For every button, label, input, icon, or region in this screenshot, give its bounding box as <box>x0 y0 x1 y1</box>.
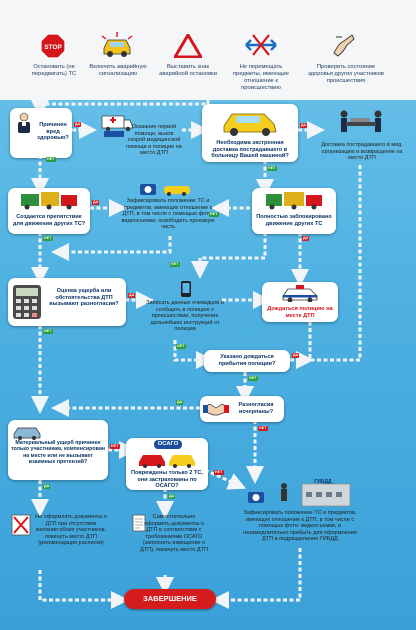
harm-no-label: НЕТ <box>46 157 56 162</box>
blocked-traffic-icon <box>266 192 322 210</box>
transport-question: Необходима экстренная доставка пострадав… <box>202 104 298 162</box>
top-steps-band <box>0 0 416 100</box>
obstacle-question-text: Создается препятствие для движения други… <box>12 214 86 227</box>
deliver-step: Доставка пострадавшего в мед. организаци… <box>318 108 404 170</box>
svg-text:STOP: STOP <box>44 44 62 51</box>
record-step-1: Зафиксировать положение ТС и предметов, … <box>118 180 218 238</box>
material-no-label: НЕТ <box>110 444 120 449</box>
settled-yes-label: ДА <box>176 400 184 405</box>
material-yes-label: ДА <box>43 484 51 489</box>
calculator-icon <box>13 285 41 319</box>
first-aid-step: Оказание первой помощи, вызов скорой мед… <box>94 108 182 163</box>
told-wait-question: Указано дождаться прибытия полиции? <box>204 350 290 372</box>
harm-question-text: Причинен вред здоровью? <box>37 122 69 142</box>
blocked-question: Полностью заблокировано движение других … <box>252 188 336 234</box>
first-aid-text: Оказание первой помощи, вызов скорой мед… <box>126 124 182 157</box>
self-docs-step: Самостоятельно оформить документы о ДТП … <box>128 512 208 574</box>
two-cars-no-label: НЕТ <box>214 470 224 475</box>
told-wait-question-text: Указано дождаться прибытия полиции? <box>218 354 276 367</box>
deliver-text: Доставка пострадавшего в мед. организаци… <box>321 142 403 162</box>
self-docs-text: Самостоятельно оформить документы о ДТП … <box>140 514 208 553</box>
transport-yes-label: ДА <box>300 123 308 128</box>
settled-no-label: НЕТ <box>258 426 268 431</box>
damage-question-text: Оценка ущерба или обстоятельства ДТП выз… <box>49 288 119 308</box>
handshake-icon <box>203 403 229 416</box>
two-cars-yes-label: ДА <box>168 494 176 499</box>
stretcher-icon <box>340 110 382 132</box>
told-wait-no-label: НЕТ <box>248 376 258 381</box>
top-step-2-label: Включить аварийную сигнализацию <box>89 64 147 77</box>
witnesses-text: Записать данные очевидцев и сообщить в п… <box>146 300 224 333</box>
material-question-text: Материальный ущерб причинен только участ… <box>11 440 105 465</box>
finish-button[interactable]: ЗАВЕРШЕНИЕ <box>124 589 216 609</box>
yellow-car-icon <box>223 113 277 136</box>
top-step-5-label: Проверить состояние здоровья других учас… <box>308 64 384 84</box>
witnesses-step: Записать данные очевидцев и сообщить в п… <box>146 280 224 342</box>
settled-question-text: Разногласия исчерпаны? <box>238 402 274 415</box>
record-step-2-text: Зафиксировать положение ТС и предметов, … <box>243 510 357 543</box>
transport-question-text: Необходима экстренная доставка пострадав… <box>211 140 289 160</box>
witnesses-no-label: НЕТ <box>176 344 186 349</box>
traffic-jam-icon <box>21 192 77 210</box>
two-cars-question-text: Повреждены только 2 ТС, они застрахованы… <box>131 470 203 490</box>
blocked-question-text: Полностью заблокировано движение других … <box>256 214 332 227</box>
material-question: Материальный ущерб причинен только участ… <box>8 420 108 480</box>
no-move-arrows-icon <box>244 33 278 57</box>
record-no-label: НЕТ <box>170 262 180 267</box>
two-cars-icon <box>139 455 195 468</box>
pulse-check-icon <box>330 31 358 59</box>
camera-car-icon <box>140 184 190 196</box>
record-step-2: ГИБДД Зафиксировать положение ТС и предм… <box>238 478 362 548</box>
arrow-top-to-harm <box>31 100 210 118</box>
document-icon <box>132 514 146 532</box>
wait-police-step: Дождаться полицию на месте ДТП <box>262 282 338 322</box>
settled-question: Разногласия исчерпаны? <box>200 396 284 422</box>
damaged-car-icon <box>13 427 41 440</box>
cross-docs-icon <box>11 514 31 536</box>
blocked-no-label: НЕТ <box>209 212 219 217</box>
injured-person-icon <box>18 112 30 133</box>
harm-yes-label: ДА <box>74 122 82 127</box>
gibdd-sign: ГИБДД <box>314 479 332 485</box>
transport-no-label: НЕТ <box>267 166 277 171</box>
blocked-yes-label: ДА <box>302 236 310 241</box>
obstacle-no-label: НЕТ <box>43 236 53 241</box>
top-step-4-label: Не перемещать предметы, имеющие отношени… <box>233 64 289 91</box>
ambulance-police-icon <box>101 115 134 137</box>
stop-sign-icon: STOP <box>40 33 66 59</box>
phone-icon <box>181 281 191 297</box>
damage-no-label: НЕТ <box>43 329 53 334</box>
no-docs-text: Не оформлять документы о ДТП при отсутст… <box>35 514 107 547</box>
osago-badge: ОСАГО <box>154 440 182 449</box>
obstacle-question: Создается препятствие для движения други… <box>8 188 90 234</box>
no-docs-step: Не оформлять документы о ДТП при отсутст… <box>8 510 108 570</box>
wait-police-text: Дождаться полицию на месте ДТП <box>267 306 333 319</box>
harm-question: Причинен вред здоровью? <box>10 108 72 158</box>
warning-triangle-icon <box>172 32 204 59</box>
damage-yes-label: ДА <box>128 293 136 298</box>
obstacle-yes-label: ДА <box>92 200 100 205</box>
police-car-icon <box>282 285 318 302</box>
two-cars-question: ОСАГО Повреждены только 2 ТС, они застра… <box>126 438 208 490</box>
top-step-1-label: Остановить (не передвигать) ТС <box>31 64 77 77</box>
top-step-3-label: Выставить знак аварийной остановки <box>159 64 217 77</box>
hazard-car-icon <box>100 32 134 58</box>
record-step-1-text: Зафиксировать положение ТС и предметов, … <box>121 198 215 231</box>
told-wait-yes-label: ДА <box>292 353 300 358</box>
gibdd-building-icon <box>248 483 351 507</box>
damage-question: Оценка ущерба или обстоятельства ДТП выз… <box>8 278 126 326</box>
